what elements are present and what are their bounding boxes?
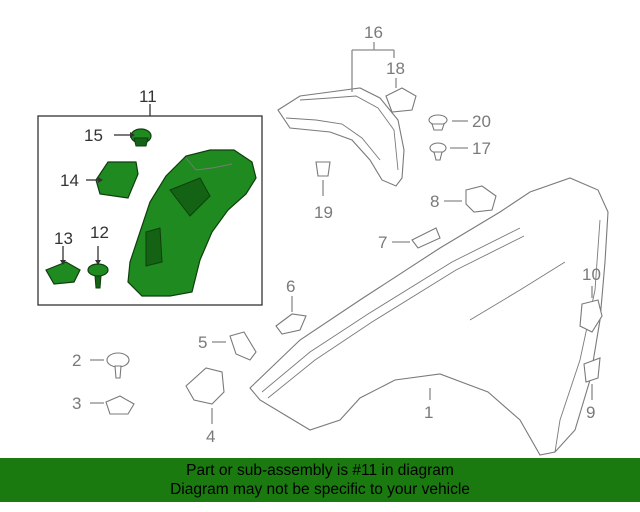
banner-line-1: Part or sub-assembly is #11 in diagram	[186, 462, 454, 479]
notice-banner: Part or sub-assembly is #11 in diagram D…	[0, 458, 640, 502]
bracket-part-9[interactable]	[583, 357, 601, 400]
bracket-part-14[interactable]	[86, 161, 139, 199]
banner-line-2: Diagram may not be specific to your vehi…	[170, 481, 470, 498]
nut-part-13[interactable]	[45, 246, 81, 285]
nut-part-18[interactable]	[385, 78, 417, 113]
fender-liner-upper[interactable]	[277, 87, 405, 187]
bracket-part-5[interactable]	[212, 331, 257, 361]
callout-19: 19	[314, 203, 333, 222]
callout-20: 20	[472, 112, 491, 131]
bracket-part-8[interactable]	[444, 185, 497, 213]
callout-11: 11	[139, 87, 157, 106]
callout-5: 5	[198, 333, 207, 352]
clip-part-15[interactable]	[114, 128, 152, 147]
callout-1: 1	[424, 403, 433, 422]
callout-12: 12	[90, 223, 109, 242]
callout-16-bracket	[351, 42, 395, 92]
callout-8: 8	[430, 192, 439, 211]
bracket-part-10[interactable]	[579, 286, 603, 333]
group-box-11	[37, 104, 263, 306]
fender-liner-highlighted[interactable]	[127, 149, 257, 297]
callout-15: 15	[84, 126, 103, 145]
callout-17: 17	[472, 139, 491, 158]
screw-part-12[interactable]	[87, 246, 109, 289]
nut-part-3[interactable]	[90, 395, 135, 415]
callout-3: 3	[72, 394, 81, 413]
callout-2: 2	[72, 351, 81, 370]
clip-part-17[interactable]	[429, 142, 468, 161]
callout-9: 9	[586, 403, 595, 422]
callout-13: 13	[54, 229, 73, 248]
callout-4: 4	[206, 427, 215, 446]
callout-6: 6	[286, 277, 295, 296]
callout-10: 10	[582, 265, 601, 284]
callout-14: 14	[60, 171, 79, 190]
callout-7: 7	[378, 233, 387, 252]
callout-16: 16	[364, 23, 383, 42]
bracket-part-4[interactable]	[185, 367, 225, 424]
bracket-part-6[interactable]	[275, 296, 307, 335]
fender-part-1[interactable]	[249, 177, 609, 456]
clip-part-20[interactable]	[428, 114, 468, 131]
bracket-part-7[interactable]	[392, 227, 441, 249]
clip-part-19[interactable]	[315, 161, 331, 196]
bolt-part-2[interactable]	[90, 352, 130, 379]
callout-18: 18	[386, 59, 405, 78]
